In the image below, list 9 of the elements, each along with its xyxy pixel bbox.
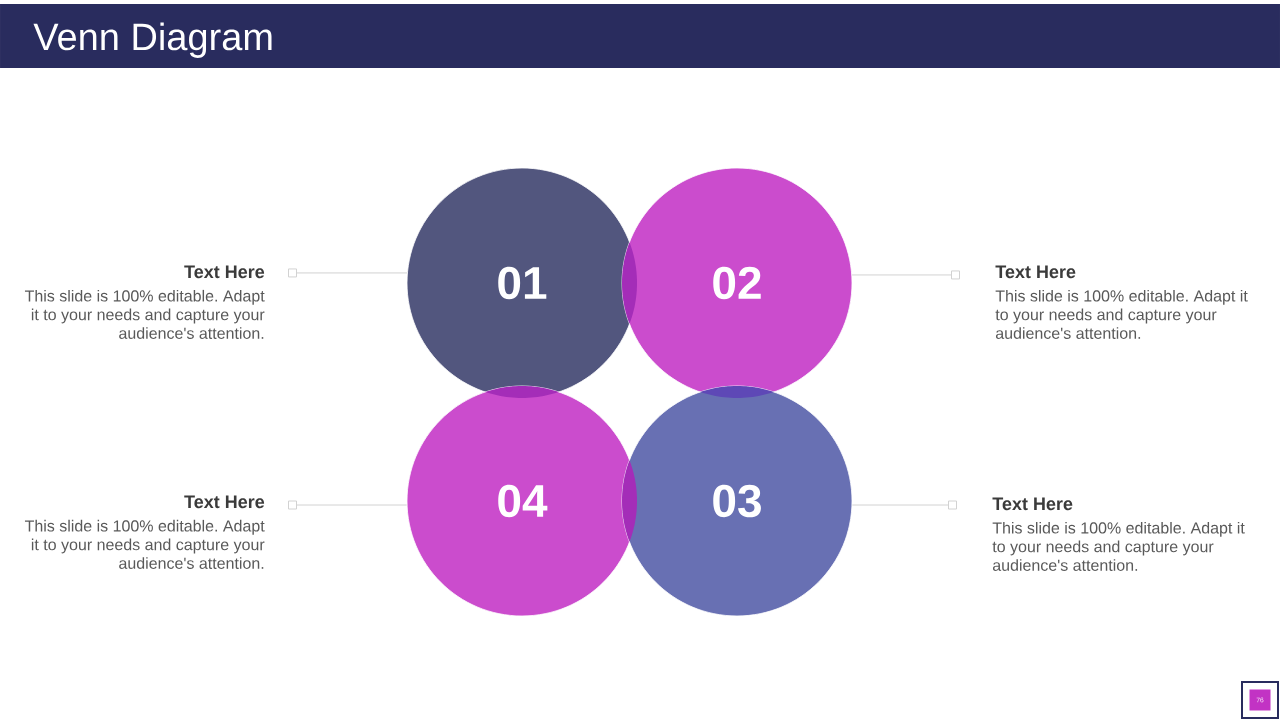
description-text: Text Here This slide is 100% editable. Adapt it to your needs and capture your audience's attention. [24,265,265,339]
slide-title: Venn Diagram [33,22,272,58]
leader-line [288,500,408,510]
description-text: Text Here This slide is 100% editable. Adapt it to your needs and capture your audience's attention. [995,265,1248,339]
leader-line [288,268,408,278]
leader-line [851,500,957,510]
description-text: Text Here This slide is 100% editable. Adapt it to your needs and capture your audience's attention. [24,495,265,569]
description-text: Text Here This slide is 100% editable. Adapt it to your needs and capture your audience's attention. [992,497,1245,571]
leader-line [851,270,960,280]
